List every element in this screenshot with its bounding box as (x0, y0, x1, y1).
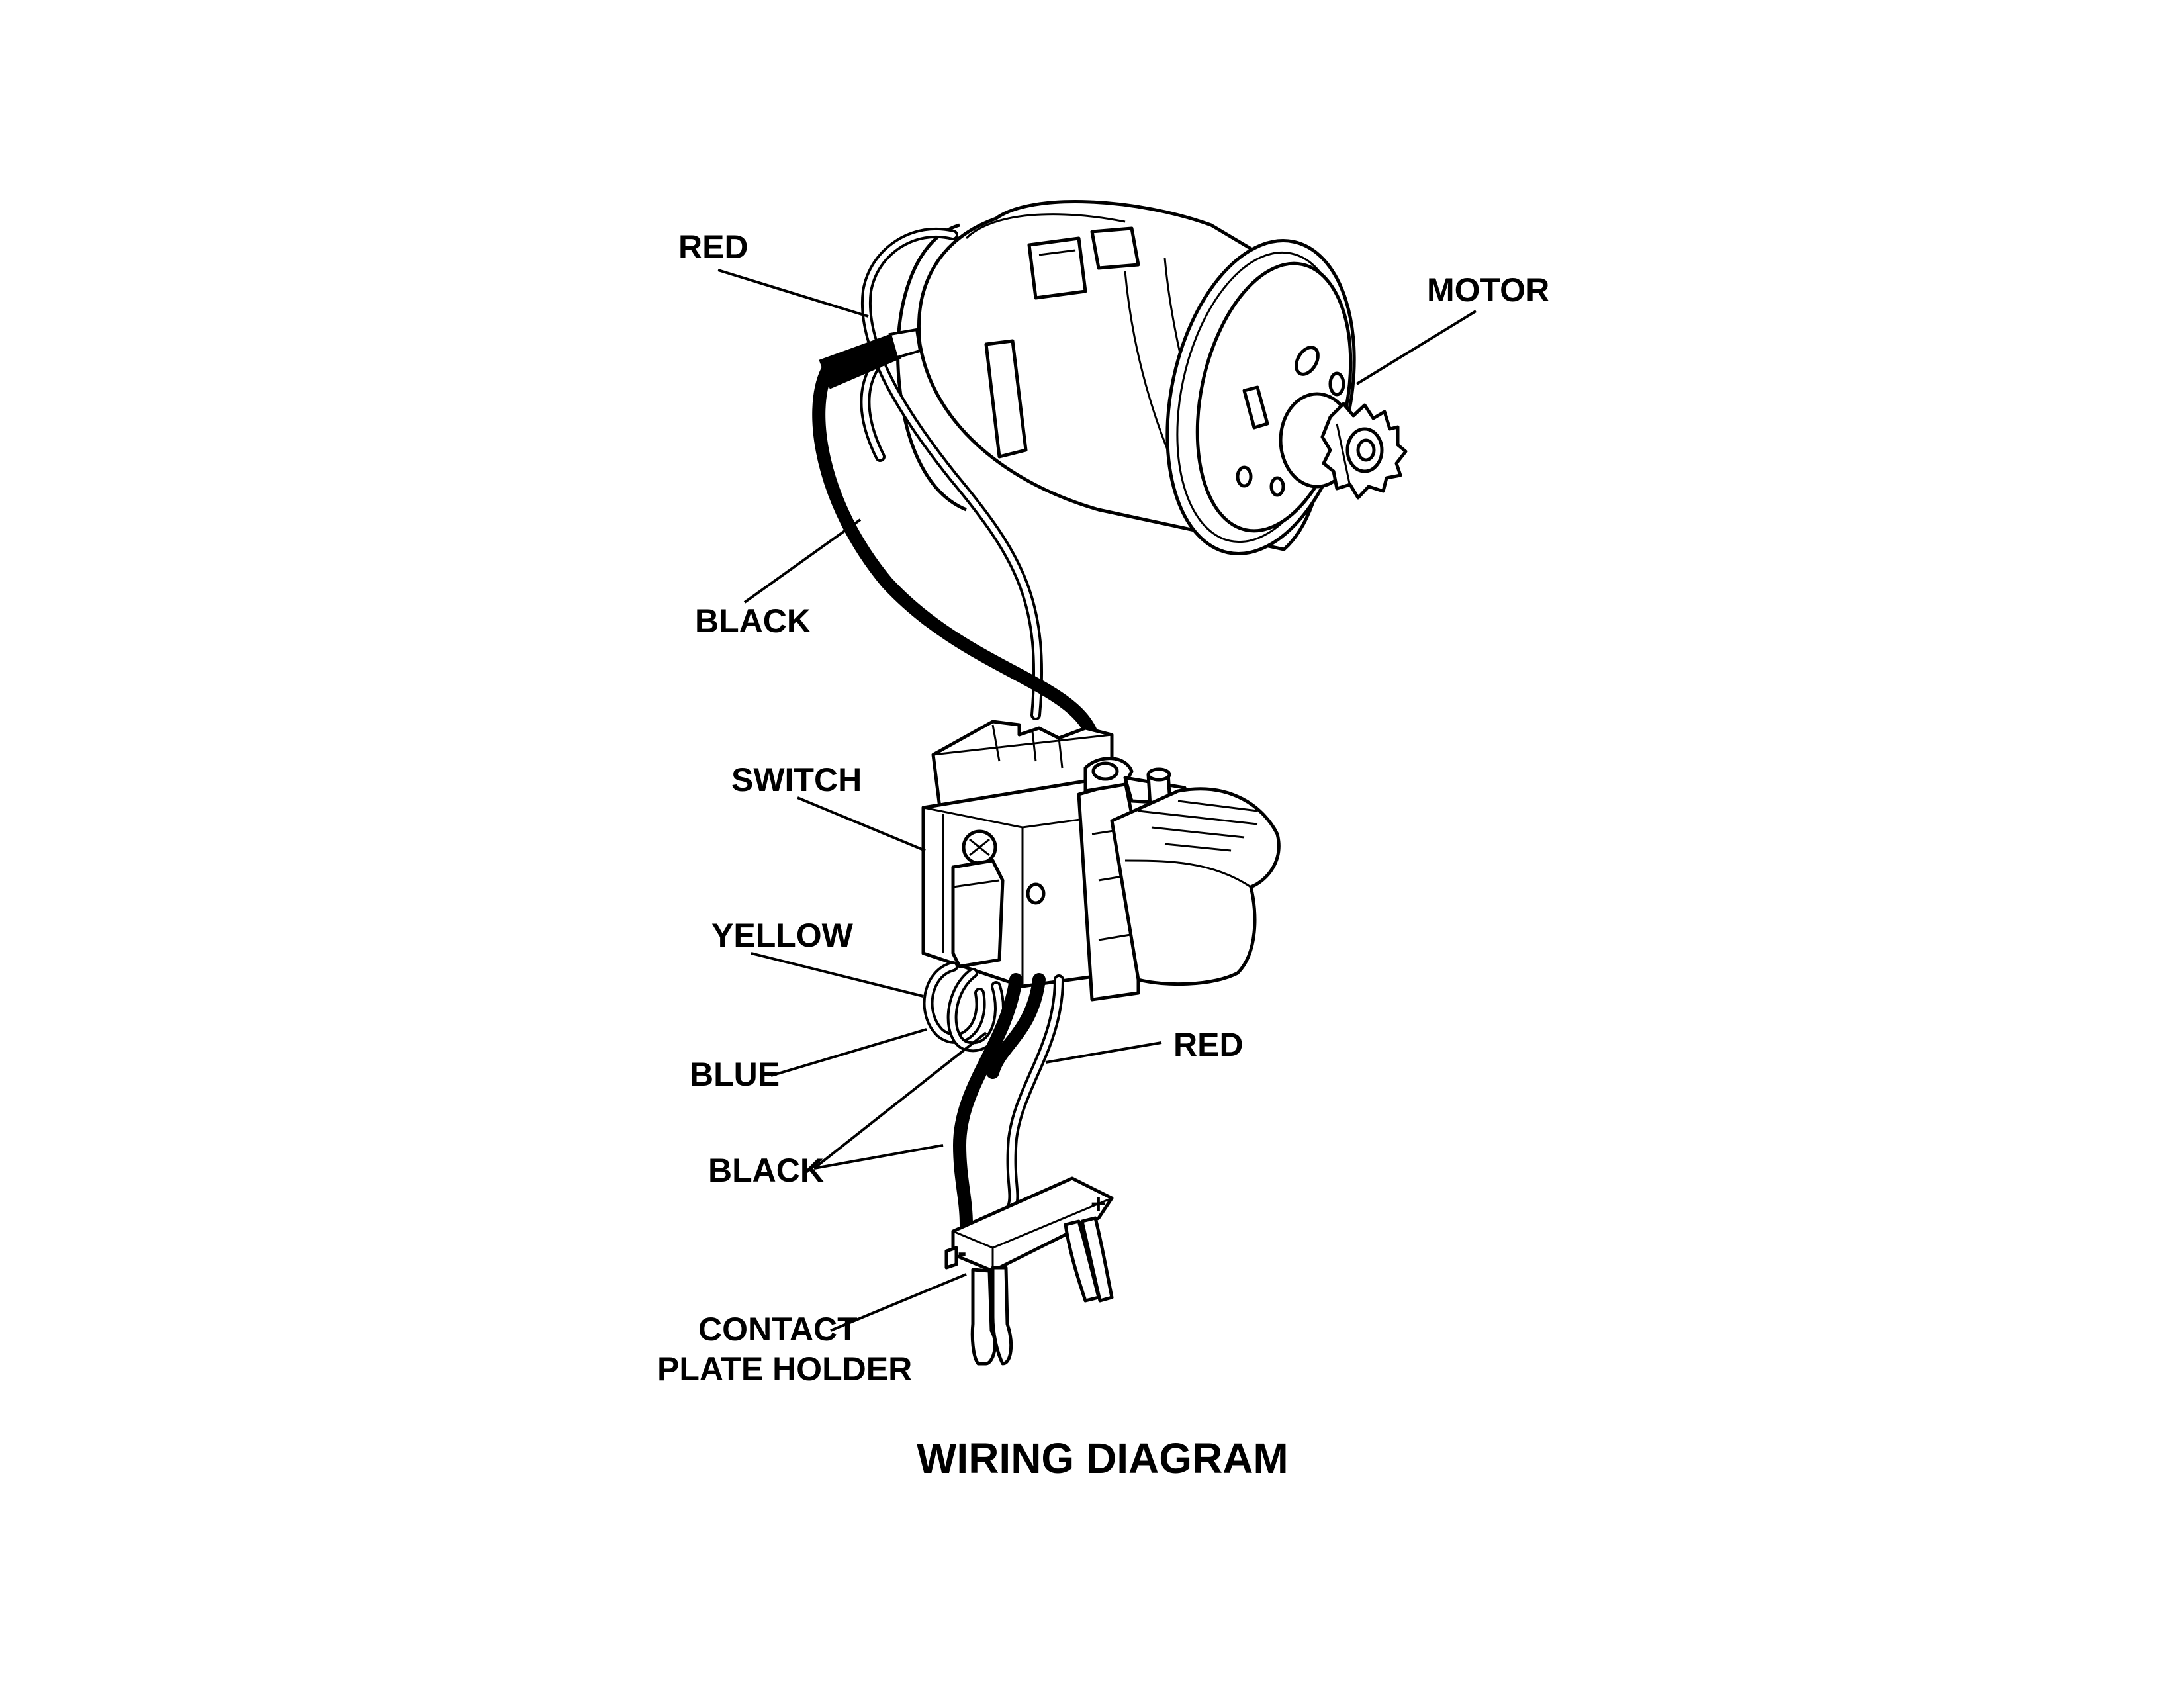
labels: RED MOTOR BLACK SWITCH YELLOW BLUE RED B… (657, 228, 1549, 1482)
leader-blue (770, 1028, 927, 1077)
label-black-top: BLACK (695, 602, 811, 639)
label-yellow: YELLOW (711, 917, 854, 954)
trigger (1110, 787, 1281, 986)
diagram-title: WIRING DIAGRAM (917, 1434, 1289, 1482)
label-switch: SWITCH (731, 761, 862, 798)
leader-contact-plate (830, 1273, 967, 1332)
pinion-gear (1320, 402, 1408, 500)
leader-black-top (743, 518, 862, 604)
plus-terminal-mark: + (1091, 1190, 1106, 1219)
label-blue: BLUE (690, 1056, 780, 1093)
leader-red-top (717, 269, 869, 318)
leader-red-bottom (1045, 1041, 1162, 1064)
leader-switch (797, 796, 926, 852)
motor-wires (812, 227, 1099, 741)
leader-yellow (751, 952, 924, 998)
leader-black-bottom-b (813, 1144, 944, 1170)
label-black-bottom: BLACK (708, 1152, 824, 1189)
label-red-top: RED (678, 228, 749, 265)
label-contact-line2: PLATE HOLDER (657, 1350, 912, 1387)
label-contact-line1: CONTACT (698, 1311, 858, 1348)
contact-plate-holder: + - (944, 1176, 1114, 1366)
leader-black-bottom-a (813, 1031, 987, 1170)
switch-wires (923, 961, 1064, 1231)
minus-terminal-mark: - (958, 1238, 966, 1267)
label-red-bottom: RED (1173, 1026, 1244, 1063)
label-motor: MOTOR (1427, 271, 1549, 308)
leader-motor (1355, 310, 1477, 385)
switch (921, 720, 1281, 1002)
motor (896, 200, 1408, 555)
leader-lines (717, 269, 1477, 1332)
